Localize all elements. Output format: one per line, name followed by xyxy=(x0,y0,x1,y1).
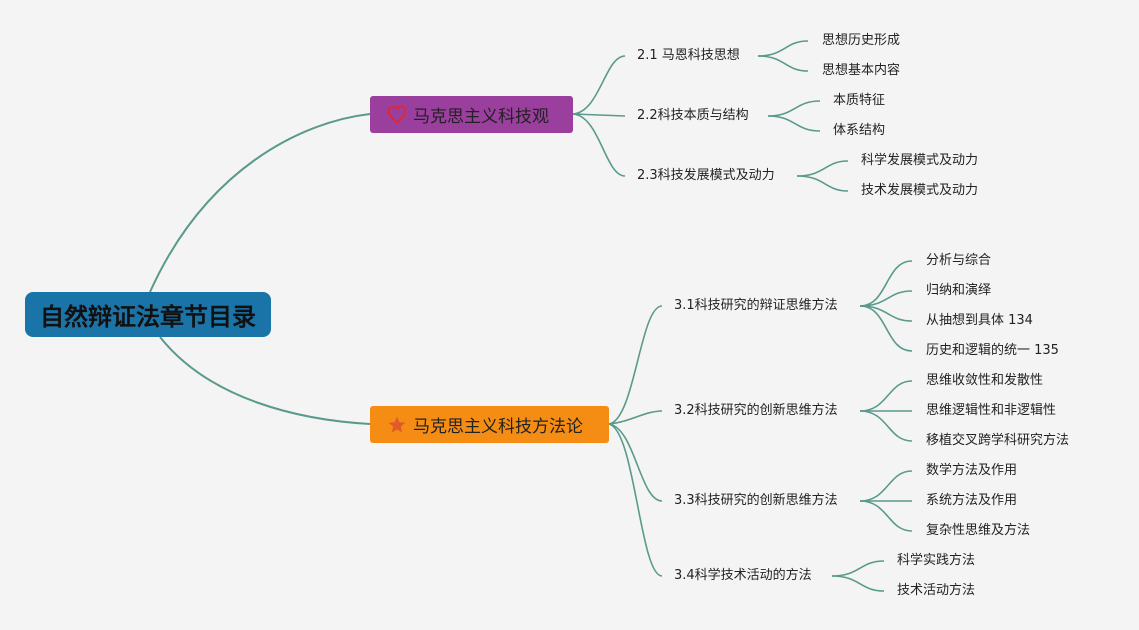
subtopic-node[interactable]: 思想基本内容 xyxy=(822,63,901,78)
subtopic-node[interactable]: 分析与综合 xyxy=(926,253,992,268)
branch-node-worldview[interactable]: 马克思主义科技观 xyxy=(370,96,573,133)
subtopic-node[interactable]: 体系结构 xyxy=(833,123,886,138)
topic-node[interactable]: 2.3科技发展模式及动力 xyxy=(637,168,775,183)
subtopic-node[interactable]: 科学发展模式及动力 xyxy=(861,153,979,168)
branch-node-methodology[interactable]: 马克思主义科技方法论 xyxy=(370,406,609,443)
subtopic-node[interactable]: 移植交叉跨学科研究方法 xyxy=(926,433,1070,448)
branch-title: 马克思主义科技方法论 xyxy=(413,417,583,437)
subtopic-node[interactable]: 科学实践方法 xyxy=(897,553,976,568)
topic-node[interactable]: 3.1科技研究的辩证思维方法 xyxy=(674,298,838,313)
root-node[interactable]: 自然辩证法章节目录 xyxy=(25,292,271,337)
star-icon xyxy=(387,415,407,435)
subtopic-node[interactable]: 思想历史形成 xyxy=(822,33,901,48)
branch-title: 马克思主义科技观 xyxy=(413,107,549,127)
subtopic-node[interactable]: 技术发展模式及动力 xyxy=(861,183,979,198)
subtopic-node[interactable]: 从抽想到具体 134 xyxy=(926,313,1033,328)
subtopic-node[interactable]: 技术活动方法 xyxy=(897,583,976,598)
topic-node[interactable]: 3.2科技研究的创新思维方法 xyxy=(674,403,838,418)
subtopic-node[interactable]: 归纳和演绎 xyxy=(926,283,992,298)
topic-node[interactable]: 3.3科技研究的创新思维方法 xyxy=(674,493,838,508)
subtopic-node[interactable]: 数学方法及作用 xyxy=(926,463,1018,478)
heart-icon xyxy=(387,105,407,125)
subtopic-node[interactable]: 思维逻辑性和非逻辑性 xyxy=(926,403,1057,418)
subtopic-node[interactable]: 本质特征 xyxy=(833,93,886,108)
subtopic-node[interactable]: 思维收敛性和发散性 xyxy=(926,373,1044,388)
subtopic-node[interactable]: 复杂性思维及方法 xyxy=(926,523,1031,538)
topic-node[interactable]: 2.1 马恩科技思想 xyxy=(637,48,740,63)
subtopic-node[interactable]: 历史和逻辑的统一 135 xyxy=(926,343,1059,358)
subtopic-node[interactable]: 系统方法及作用 xyxy=(926,493,1018,508)
topic-node[interactable]: 2.2科技本质与结构 xyxy=(637,108,749,123)
root-title: 自然辩证法章节目录 xyxy=(40,303,256,331)
topic-node[interactable]: 3.4科学技术活动的方法 xyxy=(674,568,812,583)
